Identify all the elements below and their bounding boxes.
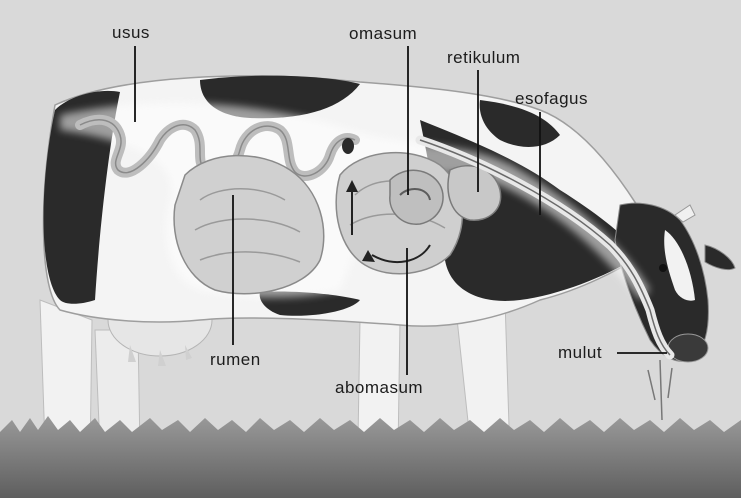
label-rumen: rumen [210, 351, 261, 368]
label-omasum: omasum [349, 25, 417, 42]
label-esofagus: esofagus [515, 90, 588, 107]
label-usus: usus [112, 24, 150, 41]
label-retikulum: retikulum [447, 49, 520, 66]
label-abomasum: abomasum [335, 379, 423, 396]
label-mulut: mulut [558, 344, 602, 361]
